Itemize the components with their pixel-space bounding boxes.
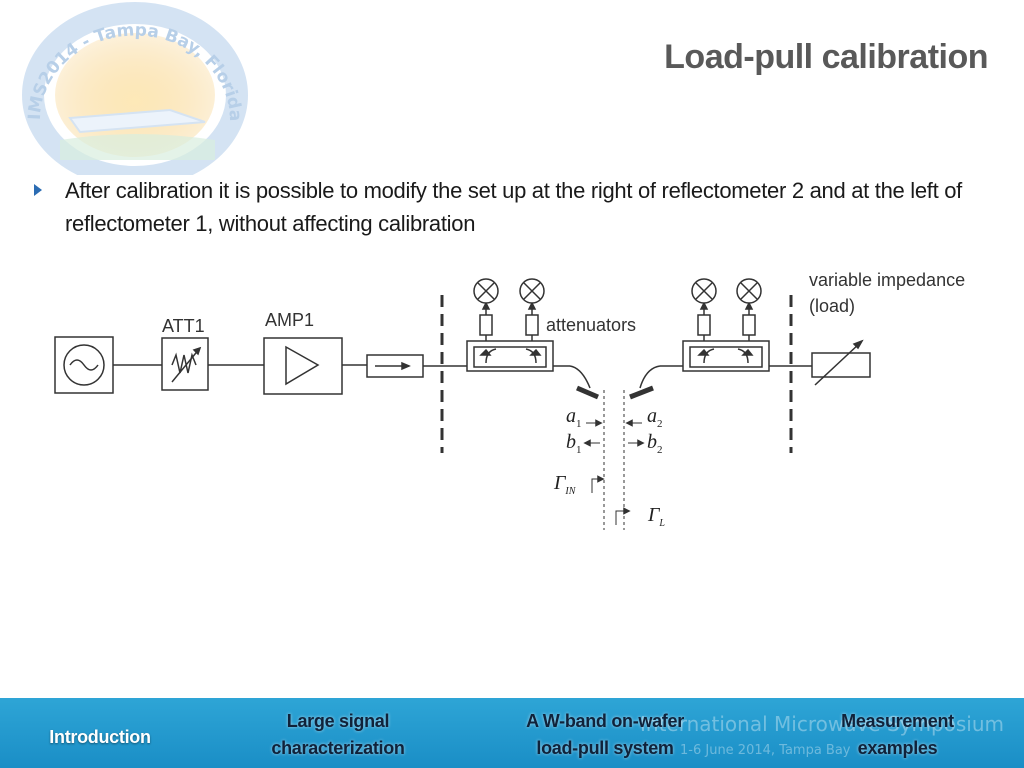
bullet-item: After calibration it is possible to modi… <box>34 174 996 240</box>
nav-w-band-system[interactable]: A W-band on-wafer load-pull system <box>505 708 705 762</box>
wave-b1: b1 <box>566 431 582 456</box>
amp1-label: AMP1 <box>265 310 314 330</box>
nav-measurement-line1: Measurement <box>841 711 954 731</box>
wave-b2: b2 <box>647 431 663 456</box>
coupler-2 <box>682 340 770 372</box>
attenuator-att1 <box>161 337 209 391</box>
nav-measurement-examples[interactable]: Measurement examples <box>820 708 975 762</box>
nav-introduction[interactable]: Introduction <box>30 724 170 751</box>
watermark-line2: 1-6 June 2014, Tampa Bay <box>680 743 851 758</box>
slide-title: Load-pull calibration <box>664 38 988 76</box>
nav-large-signal-line1: Large signal <box>286 711 390 731</box>
attenuators-label: attenuators <box>546 315 636 335</box>
gamma-in: ΓIN <box>553 472 577 497</box>
amplifier-amp1 <box>263 337 343 395</box>
load-label-line2: (load) <box>809 296 855 316</box>
nav-large-signal-line2: characterization <box>271 738 405 758</box>
gamma-l: ΓL <box>647 504 665 529</box>
ims2014-logo: IMS2014 - Tampa Bay, Florida <box>22 2 248 175</box>
nav-large-signal[interactable]: Large signal characterization <box>248 708 428 762</box>
wave-a1: a1 <box>566 405 582 430</box>
watermark-line1: International Microwave Symposium <box>640 712 1004 736</box>
nav-introduction-label: Introduction <box>49 727 151 747</box>
load-label-line1: variable impedance <box>809 270 965 290</box>
coupler-1 <box>466 340 554 372</box>
nav-w-band-line2: load-pull system <box>536 738 674 758</box>
att1-label: ATT1 <box>162 316 205 336</box>
wave-a2: a2 <box>647 405 663 430</box>
nav-w-band-line1: A W-band on-wafer <box>526 711 684 731</box>
bullet-arrow-icon <box>34 184 42 196</box>
nav-measurement-line2: examples <box>857 738 938 758</box>
footer-nav-bar: International Microwave Symposium 1-6 Ju… <box>0 698 1024 768</box>
load-pull-diagram: ATT1 AMP1 attenuators variable impedance… <box>54 270 965 530</box>
bullet-text: After calibration it is possible to modi… <box>65 178 962 236</box>
footer-watermark: International Microwave Symposium 1-6 Ju… <box>640 712 1004 758</box>
variable-load <box>811 352 871 378</box>
